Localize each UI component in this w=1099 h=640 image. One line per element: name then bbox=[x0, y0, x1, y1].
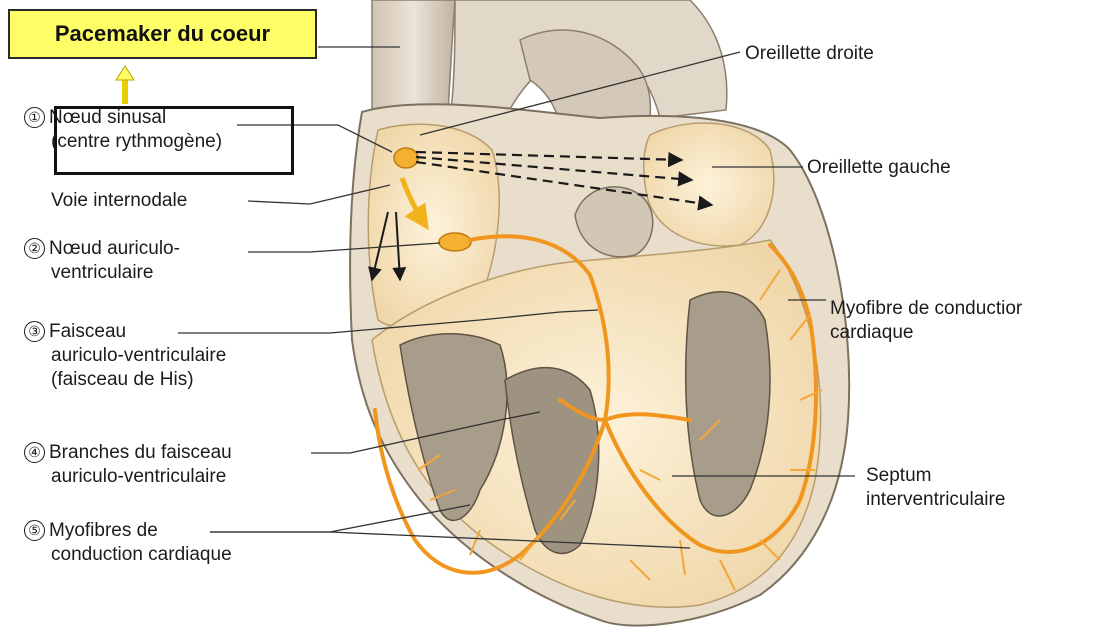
number-1-icon: ① bbox=[24, 107, 45, 128]
label-internodal-path: Voie internodale bbox=[51, 189, 187, 213]
pacemaker-highlight-label: Pacemaker du coeur bbox=[8, 9, 317, 59]
number-3-icon: ③ bbox=[24, 321, 45, 342]
pacemaker-pointer-arrow bbox=[116, 66, 134, 104]
label-interventricular-septum: Septum interventriculaire bbox=[866, 464, 1005, 512]
number-5-icon: ⑤ bbox=[24, 520, 45, 541]
label-left-atrium: Oreillette gauche bbox=[807, 156, 951, 180]
superior-vena-cava bbox=[372, 0, 455, 120]
number-4-icon: ④ bbox=[24, 442, 45, 463]
sinus-node bbox=[394, 148, 418, 168]
number-2-icon: ② bbox=[24, 238, 45, 259]
label-right-atrium: Oreillette droite bbox=[745, 42, 874, 66]
label-conduction-myofiber: Myofibre de conductior cardiaque bbox=[830, 297, 1022, 345]
av-node bbox=[439, 233, 471, 251]
